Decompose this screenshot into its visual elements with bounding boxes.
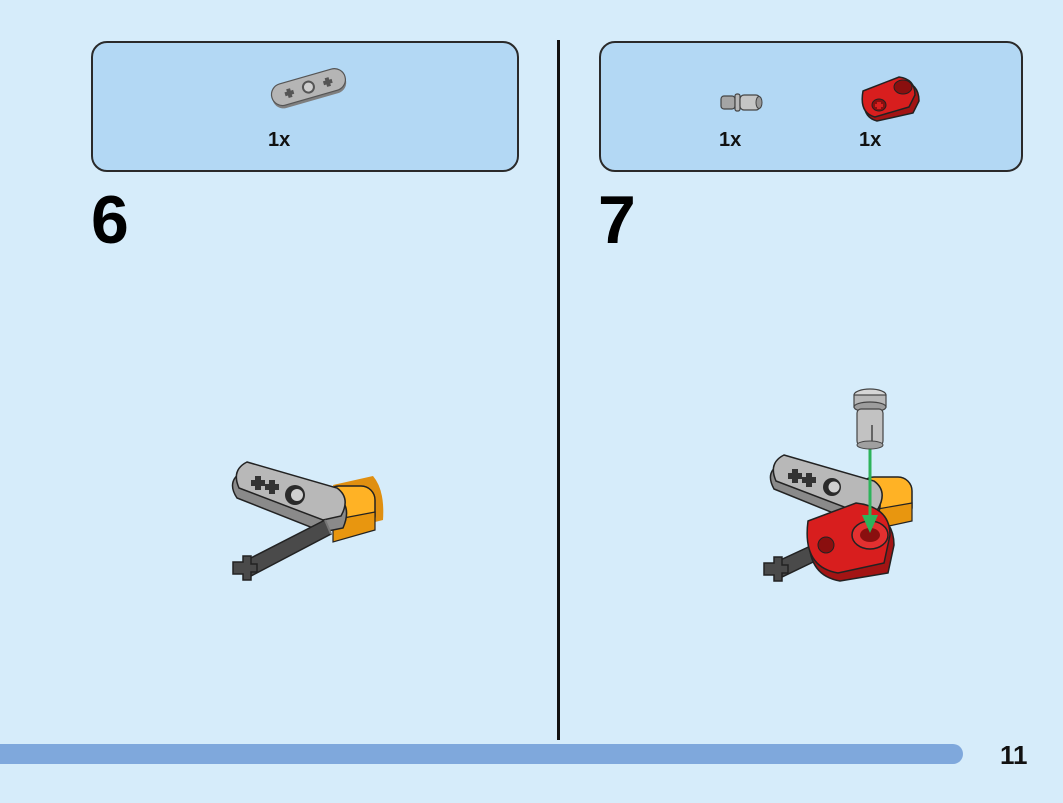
liftarm-thin-1x3-icon — [270, 68, 347, 109]
step-7-assembly-illustration — [763, 388, 913, 582]
step-number: 6 — [91, 182, 129, 258]
pin-half-icon — [720, 93, 763, 112]
step-number: 7 — [598, 182, 636, 258]
step-6-assembly-illustration — [231, 461, 384, 581]
part-quantity: 1x — [268, 129, 291, 151]
part-quantity: 1x — [719, 129, 742, 151]
parts-box-step-7: 1x 1x — [599, 41, 1023, 172]
step-divider — [557, 40, 560, 740]
part-quantity: 1x — [859, 129, 882, 151]
progress-bar — [0, 744, 963, 764]
cross-block-icon — [861, 76, 920, 122]
parts-box-step-6: 1x — [91, 41, 519, 172]
page-number: 11 — [1000, 740, 1028, 770]
